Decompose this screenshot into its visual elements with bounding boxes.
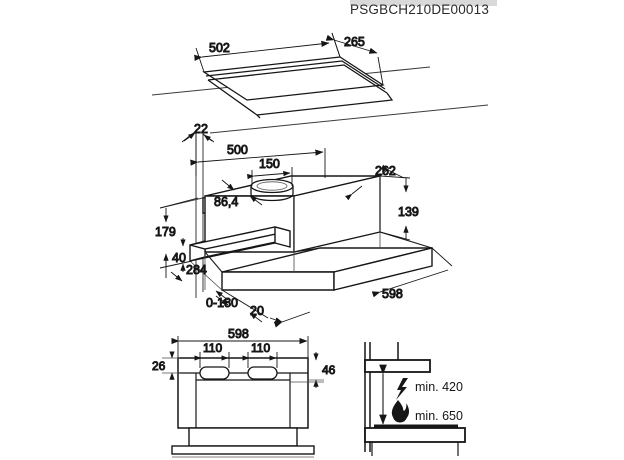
- dim-46-label: 46: [322, 363, 336, 377]
- dim-265-label: 265: [344, 35, 365, 49]
- front-elevation-view: 598 110 110: [152, 327, 336, 458]
- drawing-code-title: PSGBCH210DE00013: [350, 2, 490, 17]
- dim-110-right-label: 110: [251, 341, 270, 355]
- clearance-electric-label: min. 420: [415, 380, 463, 394]
- main-isometric-view: 22 500 150: [155, 122, 453, 328]
- dim-0-180-label: 0-180: [206, 296, 238, 310]
- dim-598-front-label: 598: [228, 327, 249, 341]
- lightning-bolt-icon: [396, 378, 408, 400]
- clearance-view: [364, 342, 466, 456]
- dim-26-label: 26: [152, 359, 166, 373]
- dim-86-4-label: 86,4: [214, 195, 238, 209]
- flame-icon: [391, 400, 410, 423]
- dim-179-label: 179: [155, 225, 176, 239]
- clearance-gas-label: min. 650: [415, 409, 463, 423]
- dim-150-label: 150: [259, 157, 280, 171]
- dim-262-label: 262: [375, 164, 396, 178]
- dim-40-label: 40: [172, 251, 186, 265]
- dim-110-left-label: 110: [203, 341, 222, 355]
- dim-502-label: 502: [209, 41, 230, 55]
- dim-20-label: 20: [250, 304, 264, 318]
- dim-284-label: 284: [186, 263, 207, 277]
- dim-598-iso-label: 598: [382, 287, 403, 301]
- title-highlight-bar: [350, 0, 497, 6]
- top-isometric-view: 502 265: [151, 32, 489, 134]
- dim-500-label: 500: [227, 143, 248, 157]
- dim-22-label: 22: [194, 122, 208, 136]
- dim-139-label: 139: [398, 205, 419, 219]
